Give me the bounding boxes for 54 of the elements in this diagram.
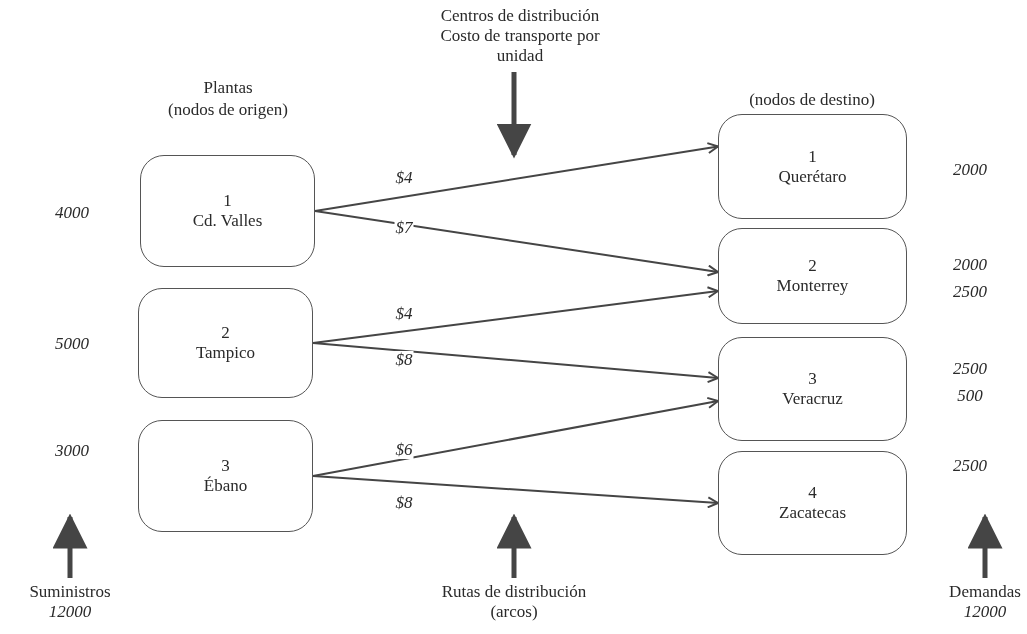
node-name: Cd. Valles bbox=[192, 211, 263, 231]
edge-label: $7 bbox=[394, 219, 414, 237]
annotation-text: 12000 bbox=[48, 602, 92, 622]
edge-label: $8 bbox=[394, 351, 414, 369]
node-number: 1 bbox=[223, 191, 232, 211]
quantity-label: 3000 bbox=[54, 441, 90, 461]
edge-label: $4 bbox=[394, 169, 414, 187]
pointer-arrow bbox=[967, 513, 1003, 578]
quantity-label: 2000 bbox=[952, 255, 988, 275]
annotation-text: Demandas bbox=[949, 582, 1021, 602]
node-name: Tampico bbox=[195, 343, 256, 363]
column-heading: (nodos de origen) bbox=[167, 100, 289, 120]
rounded-box bbox=[718, 451, 907, 555]
edge-label: $8 bbox=[394, 494, 414, 512]
annotation-text: Costo de transporte por unidad bbox=[440, 26, 600, 66]
rounded-box bbox=[718, 114, 907, 219]
quantity-label: 2500 bbox=[952, 282, 988, 302]
rounded-box bbox=[138, 288, 313, 398]
node-number: 2 bbox=[808, 256, 817, 276]
annotation-text: 12000 bbox=[963, 602, 1007, 622]
annotation-text: Centros de distribución bbox=[440, 6, 600, 26]
node-number: 2 bbox=[221, 323, 230, 343]
pointer-arrow bbox=[52, 513, 88, 578]
node-number: 1 bbox=[808, 146, 817, 167]
edge-label: $6 bbox=[394, 441, 414, 459]
pointer-arrow bbox=[496, 513, 532, 578]
rounded-box bbox=[140, 155, 315, 267]
annotation-text: (arcos) bbox=[490, 602, 538, 622]
rounded-box bbox=[718, 228, 907, 324]
node-name: Ébano bbox=[203, 476, 248, 496]
annotation-text: Suministros bbox=[29, 582, 111, 602]
node-number: 4 bbox=[808, 483, 817, 503]
quantity-label: 500 bbox=[956, 386, 984, 406]
edge-label: $4 bbox=[394, 305, 414, 323]
annotation-text: Rutas de distribución bbox=[441, 582, 587, 602]
rounded-box bbox=[718, 337, 907, 441]
node-name: Querétaro bbox=[778, 166, 847, 187]
rounded-box bbox=[138, 420, 313, 532]
node-name: Zacatecas bbox=[779, 503, 846, 523]
node-name: Veracruz bbox=[782, 389, 843, 409]
arrow bbox=[314, 210, 719, 277]
quantity-label: 2500 bbox=[952, 456, 988, 476]
node-name: Monterrey bbox=[776, 276, 849, 296]
column-heading: (nodos de destino) bbox=[748, 90, 876, 110]
quantity-label: 2000 bbox=[952, 160, 988, 180]
column-heading: Plantas bbox=[202, 78, 254, 98]
arrow bbox=[312, 475, 719, 509]
pointer-arrow bbox=[496, 72, 532, 159]
quantity-label: 4000 bbox=[54, 203, 90, 223]
arrow bbox=[312, 342, 719, 384]
node-number: 3 bbox=[808, 369, 817, 389]
node-number: 3 bbox=[221, 456, 230, 476]
quantity-label: 5000 bbox=[54, 334, 90, 354]
quantity-label: 2500 bbox=[952, 359, 988, 379]
